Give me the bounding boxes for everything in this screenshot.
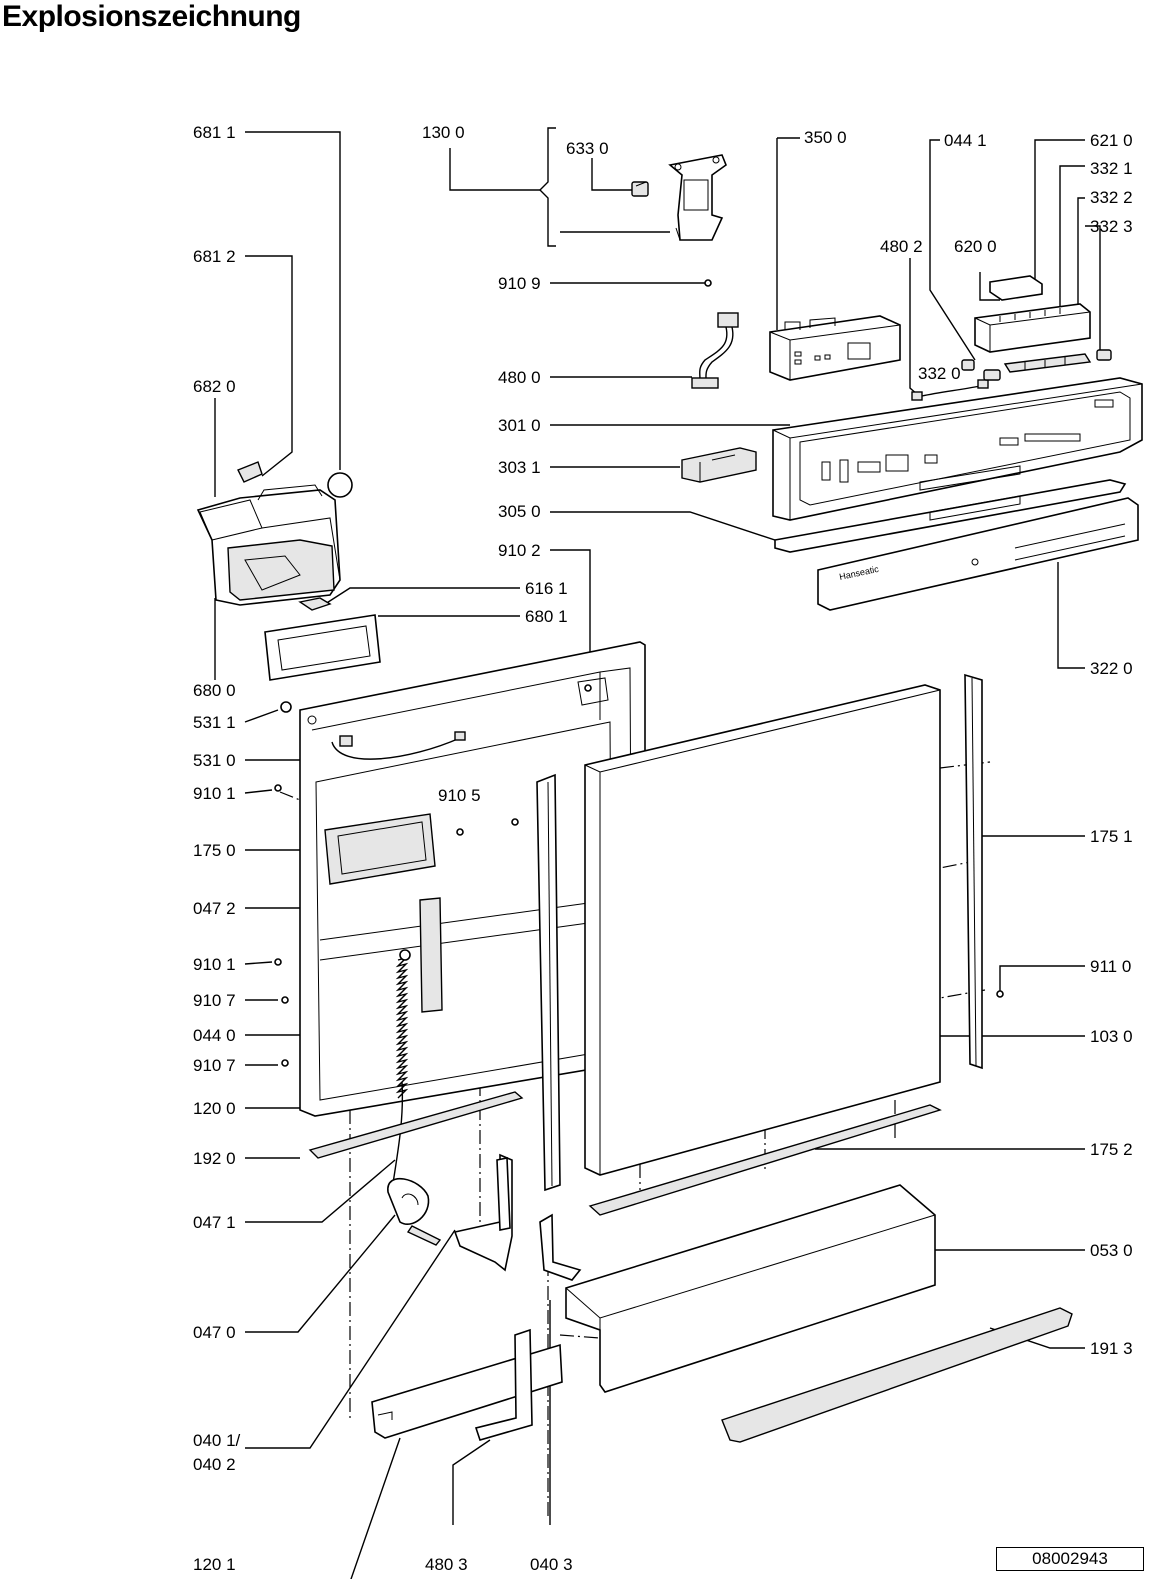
label-680-0: 680 0 [193,681,236,700]
label-130-0: 130 0 [422,123,465,142]
part-175-0-side-strip [536,773,561,1192]
part-040-3-bracket [539,1213,582,1281]
label-120-0: 120 0 [193,1099,236,1118]
label-175-2: 175 2 [1090,1140,1133,1159]
part-681-1-seal [327,472,353,498]
part-103-outer-door [584,684,941,1176]
label-103-0: 103 0 [1090,1027,1133,1046]
label-047-0: 047 0 [193,1323,236,1342]
label-044-1: 044 1 [944,131,987,150]
label-301-0: 301 0 [498,416,541,435]
part-175-2-strip [588,1104,942,1216]
part-910-2-screw [584,684,592,692]
part-labels: 681 1 130 0 633 0 350 0 044 1 621 0 332 … [193,123,1133,1574]
document-number: 08002943 [996,1547,1144,1571]
label-047-1: 047 1 [193,1213,236,1232]
label-192-0: 192 0 [193,1149,236,1168]
label-322-0: 322 0 [1090,659,1133,678]
part-616-clip [298,597,332,611]
part-910-5-screw [456,828,464,836]
part-120-1-panel [371,1343,563,1439]
label-053-0: 053 0 [1090,1241,1133,1260]
part-040-bracket [453,1153,513,1272]
part-531-1-screw [280,701,292,713]
label-681-1: 681 1 [193,123,236,142]
part-910-9-screw [704,279,712,287]
part-192-strip [308,1091,524,1159]
part-047-1-cable [391,1081,404,1191]
label-910-2: 910 2 [498,541,541,560]
label-620-0: 620 0 [954,237,997,256]
part-910-1-screw-top [274,784,282,792]
page-title: Explosionszeichnung [2,0,301,33]
part-350-control-board [769,315,901,381]
part-130-hinge-bracket [668,154,727,241]
part-910-7-screw-b [281,1059,289,1067]
part-047-0-pulley [387,1177,442,1246]
part-910-7-screw-a [281,996,289,1004]
part-191-rail [721,1307,1073,1443]
part-301-control-panel [772,377,1143,521]
label-910-1-mid: 910 1 [193,955,236,974]
label-531-0: 531 0 [193,751,236,770]
part-053-plinth [565,1184,936,1393]
label-332-1: 332 1 [1090,159,1133,178]
label-480-2: 480 2 [880,237,923,256]
label-616-1: 616 1 [525,579,568,598]
label-681-2: 681 2 [193,247,236,266]
part-322-front-panel: Hanseatic [817,497,1139,611]
label-910-1-top: 910 1 [193,784,236,803]
label-191-3: 191 3 [1090,1339,1133,1358]
part-620-switch-module [974,303,1091,353]
label-910-9: 910 9 [498,274,541,293]
label-303-1: 303 1 [498,458,541,477]
part-911-screw [996,990,1004,998]
label-040-3: 040 3 [530,1555,573,1574]
part-175-1-side-strip [964,673,983,1070]
label-332-2: 332 2 [1090,188,1133,207]
part-480-3-bracket [474,1328,533,1441]
label-305-0: 305 0 [498,502,541,521]
label-332-3: 332 3 [1090,217,1133,236]
label-040-2: 040 2 [193,1455,236,1474]
part-120-inner-door [299,641,646,1117]
label-682-0: 682 0 [193,377,236,396]
part-480-0-wire-harness [691,312,739,389]
part-681-2-lid [237,461,263,483]
label-480-0: 480 0 [498,368,541,387]
label-175-1: 175 1 [1090,827,1133,846]
part-910-1-screw-mid [274,958,282,966]
part-680-1-gasket [264,614,381,681]
part-633-clip [631,181,649,197]
label-350-0: 350 0 [804,128,847,147]
label-633-0: 633 0 [566,139,609,158]
part-910-2-screw-b [511,818,519,826]
label-910-7-a: 910 7 [193,991,236,1010]
label-040-1: 040 1/ [193,1431,241,1450]
part-621-board [989,275,1043,301]
label-175-0: 175 0 [193,841,236,860]
part-480-2-cable [911,379,989,401]
label-680-1: 680 1 [525,607,568,626]
part-044-spring [395,949,411,1099]
label-120-1: 120 1 [193,1555,236,1574]
part-332-buttons [961,349,1112,381]
label-480-3: 480 3 [425,1555,468,1574]
part-303-handle [681,447,757,483]
part-305-trim [774,479,1127,553]
label-621-0: 621 0 [1090,131,1133,150]
part-680-dispenser [196,484,341,606]
label-047-2: 047 2 [193,899,236,918]
label-044-0: 044 0 [193,1026,236,1045]
label-910-5: 910 5 [438,786,481,805]
label-531-1: 531 1 [193,713,236,732]
label-910-7-b: 910 7 [193,1056,236,1075]
label-911-0: 911 0 [1090,957,1131,976]
label-332-0: 332 0 [918,364,961,383]
